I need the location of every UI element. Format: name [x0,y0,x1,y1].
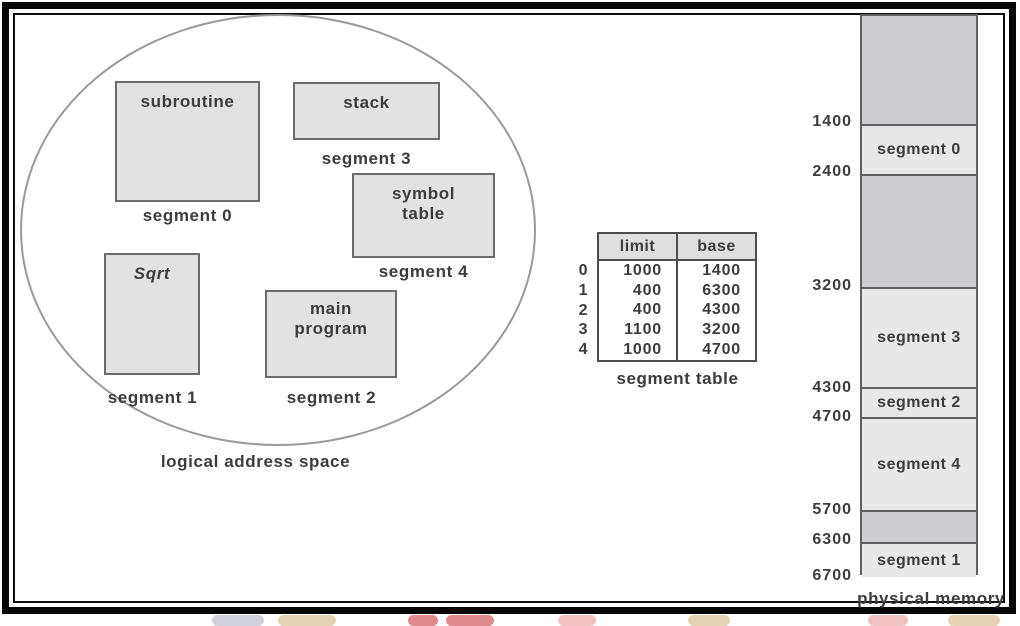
memory-hole-middle [862,174,976,287]
base-cell-3: 3200 [676,320,755,341]
segment-box-sqrt-label: Sqrt [133,264,171,283]
segment-index-0: 0 [578,262,588,279]
segment-caption-0: segment 0 [142,206,233,225]
table-row: 1000 1400 [599,261,755,281]
memory-region-segment-0-label: segment 0 [877,141,961,158]
table-row: 1000 4700 [599,340,755,360]
limit-cell-1: 400 [632,281,662,299]
watermark-blob [408,615,438,626]
physical-memory-caption: physical memory [857,589,1005,608]
segment-table-caption: segment table [616,369,739,388]
base-cell-0: 1400 [676,261,755,281]
segment-table-header-row: limit base [599,234,755,261]
limit-cell-4: 1000 [623,341,662,359]
address-label-1400: 1400 [812,113,852,130]
address-label-2400: 2400 [812,163,852,180]
watermark-blob [446,615,494,626]
segment-box-subroutine: subroutine [115,81,260,202]
segment-index-2: 2 [578,301,588,319]
segment-index-3: 3 [578,321,588,339]
memory-region-segment-2-label: segment 2 [877,394,961,411]
base-cell-1: 6300 [676,280,755,301]
watermark-blob [688,615,730,626]
segment-table-indices: 0 1 2 3 4 [550,261,588,360]
table-header-base: base [676,234,755,259]
table-row: 1100 3200 [599,320,755,341]
memory-region-segment-3: segment 3 [862,287,976,387]
address-label-4700: 4700 [812,408,852,425]
table-header-limit: limit [619,237,656,255]
segment-box-sqrt: Sqrt [104,253,200,375]
segment-box-symbol-table-line2: table [402,204,445,223]
segment-box-symbol-table: symbol table [352,173,495,258]
watermark-blob [212,615,264,626]
limit-cell-3: 1100 [624,321,662,339]
memory-region-segment-4-label: segment 4 [877,455,961,473]
segment-table: limit base 1000 1400 400 6300 400 4300 1… [597,232,757,362]
memory-region-segment-2: segment 2 [862,387,976,417]
segment-index-4: 4 [578,341,588,359]
segment-box-stack-label: stack [343,93,390,112]
limit-cell-0: 1000 [623,261,662,279]
memory-region-segment-0: segment 0 [862,124,976,174]
table-row: 400 4300 [599,300,755,321]
address-label-6700: 6700 [812,567,852,584]
watermark-blob [558,615,596,626]
segment-caption-2: segment 2 [286,388,377,407]
physical-memory-column: segment 0 segment 3 segment 2 segment 4 … [860,14,978,577]
watermark-blob [868,615,908,626]
address-label-3200: 3200 [812,277,852,294]
segment-caption-4: segment 4 [378,262,469,281]
address-label-5700: 5700 [812,501,852,518]
segment-box-main-program-line2: program [294,319,368,338]
base-cell-4: 4700 [676,340,755,360]
memory-region-segment-3-label: segment 3 [877,329,961,346]
inner-frame-border [13,13,1005,603]
segment-index-1: 1 [578,281,588,299]
logical-address-space-ellipse [20,14,536,446]
memory-hole-top [862,16,976,124]
logical-address-space-caption: logical address space [160,452,351,471]
memory-region-segment-4: segment 4 [862,417,976,510]
base-cell-2: 4300 [676,300,755,321]
watermark-blob [278,615,336,626]
outer-frame-border [2,2,1016,614]
watermark-blob [948,615,1000,626]
limit-cell-2: 400 [632,301,662,319]
segment-caption-1: segment 1 [107,388,198,407]
segment-box-main-program: main program [265,290,397,378]
segment-box-main-program-line1: main [309,299,353,318]
address-label-4300: 4300 [812,379,852,396]
table-row: 400 6300 [599,280,755,301]
memory-hole-bottom [862,510,976,542]
segment-box-stack: stack [293,82,440,140]
segment-box-subroutine-label: subroutine [140,92,235,111]
memory-region-segment-1-label: segment 1 [877,551,961,569]
address-label-6300: 6300 [812,531,852,548]
memory-region-segment-1: segment 1 [862,542,976,577]
segment-caption-3: segment 3 [321,149,412,168]
segment-box-symbol-table-line1: symbol [391,184,456,203]
